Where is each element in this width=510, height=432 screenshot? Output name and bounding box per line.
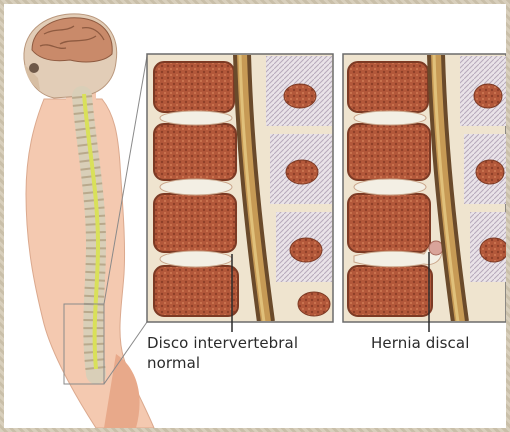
- label-normal-disc: Disco intervertebral normal: [147, 333, 337, 373]
- illustration-panel: Disco intervertebral normal Hernia disca…: [4, 4, 506, 428]
- spine-detail-herniated: [343, 54, 506, 332]
- human-body-silhouette: [24, 14, 154, 428]
- spine-detail-normal: [147, 54, 333, 332]
- label-herniated-disc: Hernia discal: [371, 333, 501, 353]
